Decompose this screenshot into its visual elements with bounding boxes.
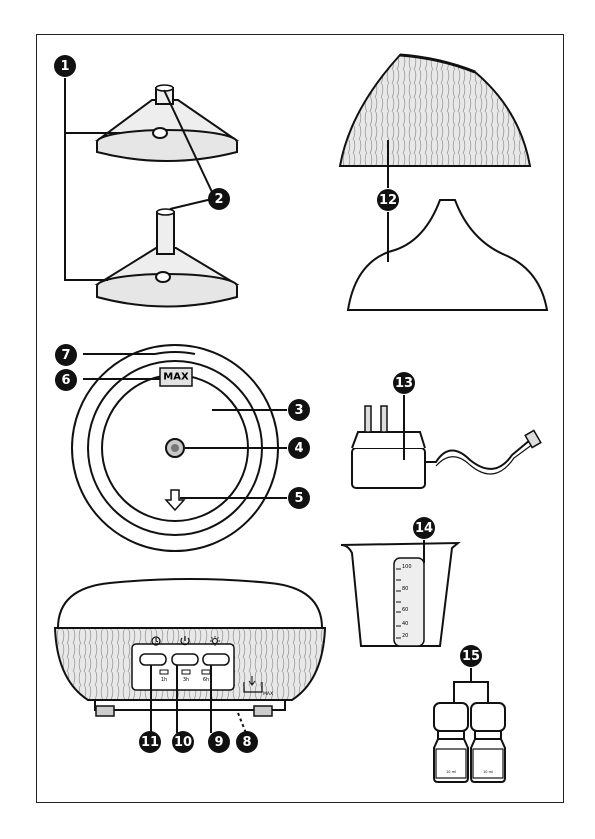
callout-13: 13 (393, 372, 415, 394)
timer-led-1h (160, 670, 168, 674)
cup-mark-2: 60 (402, 607, 408, 613)
cup-mark-0: 100 (402, 564, 412, 570)
callout-9: 9 (208, 731, 230, 753)
callout-7: 7 (55, 344, 77, 366)
cup-mark-1: 80 (402, 586, 408, 592)
timer-led-6h (202, 670, 210, 674)
cover-stand-tall (97, 209, 237, 307)
callout-13-label: 13 (395, 376, 413, 391)
measuring-cup: 100 80 60 40 20 (341, 543, 458, 646)
bottle-volume-right: 10 ml (483, 770, 493, 774)
callout-4: 4 (288, 437, 310, 459)
leader-1 (65, 78, 120, 280)
water-max-label: MAX (263, 691, 273, 697)
callout-2-label: 2 (214, 192, 223, 207)
callout-11-label: 11 (141, 735, 159, 750)
callout-3: 3 (288, 399, 310, 421)
callout-3-label: 3 (294, 403, 303, 418)
leader-8 (238, 713, 246, 733)
callout-1: 1 (54, 55, 76, 77)
callout-6-label: 6 (61, 373, 70, 388)
callout-5-label: 5 (294, 491, 303, 506)
cup-mark-4: 20 (402, 633, 408, 639)
callout-6: 6 (55, 369, 77, 391)
callout-8-label: 8 (242, 735, 251, 750)
callout-9-label: 9 (214, 735, 223, 750)
timer-button[interactable] (140, 654, 166, 665)
callout-7-label: 7 (61, 348, 70, 363)
timer-label-1h: 1h (161, 677, 167, 683)
callout-2: 2 (208, 188, 230, 210)
cover-plain (348, 200, 547, 310)
timer-label-6h: 6h (203, 677, 209, 683)
bottle-volume-left: 10 ml (446, 770, 456, 774)
callout-14-label: 14 (415, 521, 433, 536)
callout-12-label: 12 (379, 193, 397, 208)
callout-8: 8 (236, 731, 258, 753)
callout-1-label: 1 (60, 59, 69, 74)
max-label: MAX (163, 372, 189, 383)
power-button[interactable] (172, 654, 198, 665)
callout-14: 14 (413, 517, 435, 539)
base-front-view: 1h 3h 6h MAX (55, 579, 325, 716)
timer-led-3h (182, 670, 190, 674)
control-panel (132, 644, 234, 690)
leader-15 (454, 668, 488, 703)
timer-label-3h: 3h (183, 677, 189, 683)
callout-15: 15 (460, 645, 482, 667)
oil-bottle-left: 10 ml (434, 703, 468, 782)
callout-11: 11 (139, 731, 161, 753)
callout-10: 10 (172, 731, 194, 753)
cover-wood-pattern (340, 55, 530, 166)
oil-bottle-right: 10 ml (471, 703, 505, 782)
callout-5: 5 (288, 487, 310, 509)
callout-15-label: 15 (462, 649, 480, 664)
light-button[interactable] (203, 654, 229, 665)
cup-mark-3: 40 (402, 621, 408, 627)
callout-4-label: 4 (294, 441, 303, 456)
power-adapter (352, 406, 541, 488)
callout-12: 12 (377, 189, 399, 211)
callout-10-label: 10 (174, 735, 192, 750)
